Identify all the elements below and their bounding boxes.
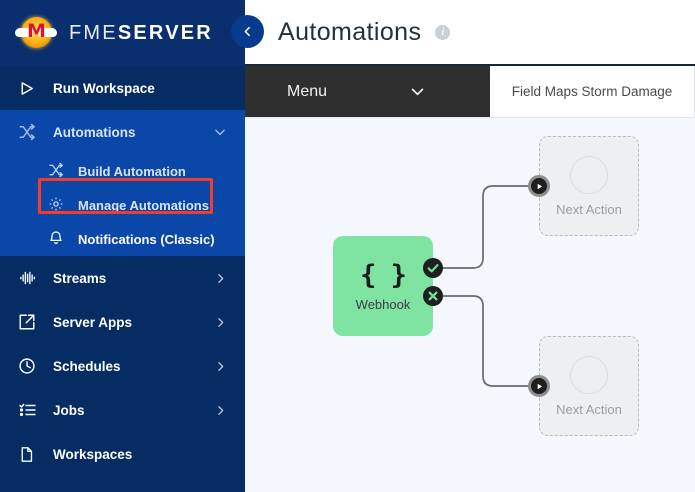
sidebar-item-automations[interactable]: Automations [0,110,245,154]
x-circle-icon [423,286,443,306]
play-outline-icon [18,80,44,97]
sidebar-item-run-workspace[interactable]: Run Workspace [0,66,245,110]
input-port-bottom[interactable] [528,375,550,397]
sidebar-item-server-apps[interactable]: Server Apps [0,300,245,344]
menu-button[interactable]: Menu [245,66,490,117]
brand-title: FMESERVER [69,22,213,45]
sidebar-item-streams[interactable]: Streams [0,256,245,300]
connector-wires [433,185,539,387]
fme-logo-icon: M [14,15,58,51]
menu-button-label: Menu [287,82,328,100]
sidebar-subitem-label: Build Automation [78,163,186,179]
brand-name-light: FME [69,21,118,44]
sidebar-item-manage-automations[interactable]: Manage Automations [0,188,245,222]
play-circle-icon [531,178,547,194]
node-label: Next Action [556,401,622,417]
gear-icon [48,196,72,215]
sidebar: M FMESERVER Run Workspace Aut [0,0,245,492]
sidebar-item-label: Jobs [53,402,85,418]
chevron-right-icon [214,344,227,388]
success-port[interactable] [423,258,443,278]
clock-icon [18,357,44,375]
sidebar-item-schedules[interactable]: Schedules [0,344,245,388]
sidebar-subitem-label: Manage Automations [78,197,209,213]
shuffle-icon [18,123,44,141]
info-icon[interactable]: i [435,24,451,40]
chevron-left-icon [244,26,250,37]
node-label: Next Action [556,201,622,217]
sidebar-item-label: Workspaces [53,446,133,462]
placeholder-ring-icon [570,155,608,194]
bell-icon [48,230,72,249]
tab-field-maps-storm-damage[interactable]: Field Maps Storm Damage [490,66,695,117]
node-next-action-bottom[interactable]: Next Action [539,336,639,436]
document-icon [18,446,44,463]
failure-port[interactable] [423,286,443,306]
sidebar-item-label: Run Workspace [53,80,155,96]
check-circle-icon [423,258,443,278]
sidebar-item-label: Automations [53,124,136,140]
sidebar-item-notifications-classic[interactable]: Notifications (Classic) [0,222,245,256]
connector-success [433,185,539,269]
sidebar-collapse-button[interactable] [231,15,264,48]
jobs-list-icon [18,401,44,419]
chevron-down-icon [409,66,426,117]
sidebar-item-label: Streams [53,270,107,286]
sidebar-section-automations: Automations Build Automation [0,110,245,256]
automation-canvas[interactable]: { } Webhook Next Action [245,118,695,492]
sidebar-item-workspaces[interactable]: Workspaces [0,432,245,476]
brand-header[interactable]: M FMESERVER [0,0,245,66]
streams-waveform-icon [18,269,44,287]
node-label: Webhook [355,297,411,312]
automation-toolbar: Menu Field Maps Storm Damage [245,66,695,118]
chevron-down-icon [213,110,227,154]
chevron-right-icon [214,256,227,300]
placeholder-ring-icon [570,355,608,394]
webhook-brace-icon: { } [360,260,407,291]
fme-logo-letter: M [27,20,46,42]
sidebar-item-build-automation[interactable]: Build Automation [0,154,245,188]
brand-name-bold: SERVER [117,21,213,44]
sidebar-item-label: Server Apps [53,314,133,330]
connector-failure [433,295,539,387]
node-webhook[interactable]: { } Webhook [333,236,433,336]
input-port-top[interactable] [528,175,550,197]
play-circle-icon [531,378,547,394]
chevron-right-icon [214,388,227,432]
shuffle-icon [48,162,72,181]
sidebar-subitem-label: Notifications (Classic) [78,231,215,247]
server-apps-share-icon [18,313,44,331]
sidebar-item-label: Schedules [53,358,121,374]
page-header: Automations i [245,0,695,66]
node-next-action-top[interactable]: Next Action [539,136,639,236]
sidebar-item-jobs[interactable]: Jobs [0,388,245,432]
chevron-right-icon [214,300,227,344]
page-title: Automations [278,17,422,46]
